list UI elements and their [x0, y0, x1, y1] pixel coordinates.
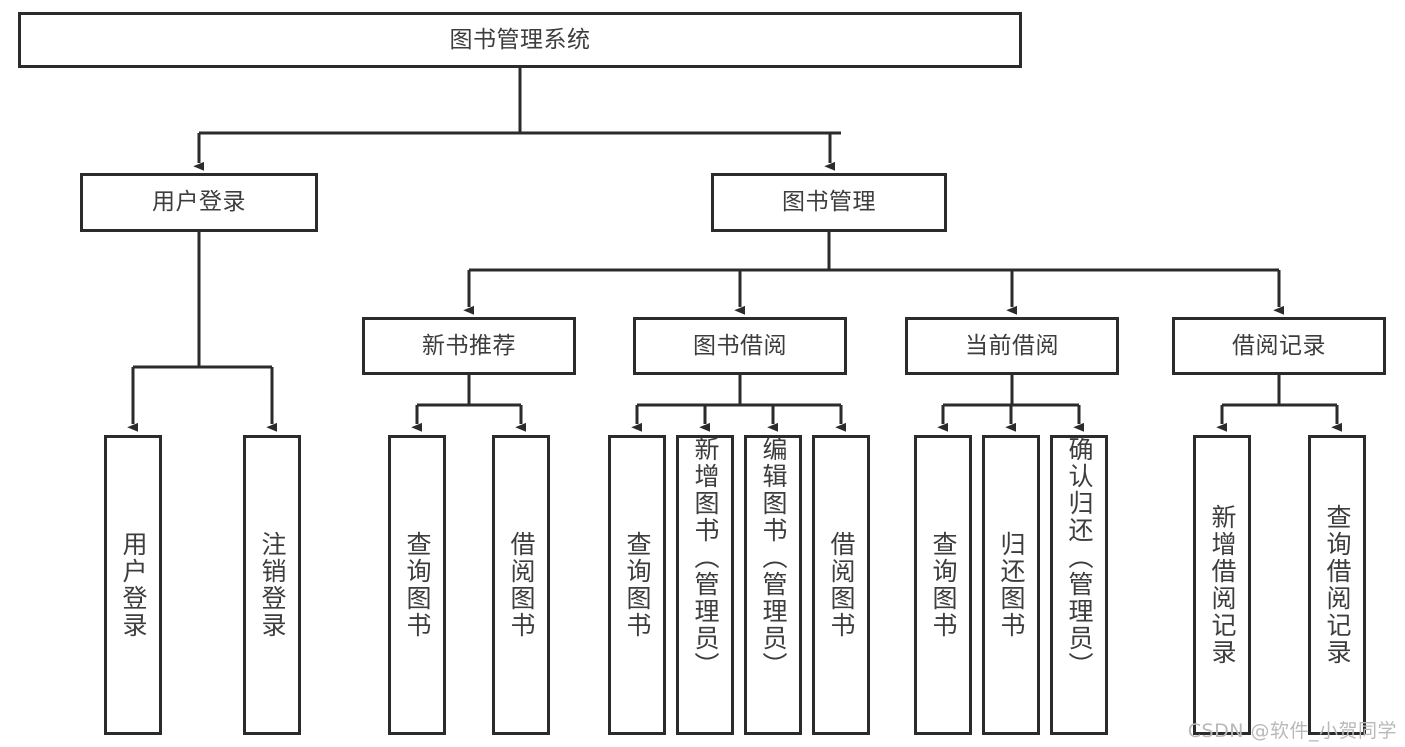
node-label: 用户登录	[152, 189, 246, 216]
leaf-query-book-1[interactable]: 查询图书	[388, 435, 446, 735]
csdn-watermark: CSDN @软件_小贺同学	[1187, 720, 1397, 742]
node-borrow-record[interactable]: 借阅记录	[1172, 317, 1386, 375]
node-label: 查询借阅记录	[1323, 504, 1352, 666]
node-label: 图书借阅	[693, 332, 787, 359]
leaf-edit-book[interactable]: 编辑图书（管理员）	[744, 435, 802, 735]
leaf-query-book-2[interactable]: 查询图书	[608, 435, 666, 735]
node-label: 借阅图书	[507, 531, 536, 639]
node-label: 归还图书	[997, 531, 1026, 639]
node-label: 确认归还（管理员）	[1065, 436, 1094, 679]
node-book-management[interactable]: 图书管理	[711, 173, 947, 232]
node-label: 新书推荐	[422, 332, 516, 359]
node-current-borrow[interactable]: 当前借阅	[905, 317, 1119, 375]
node-label: 用户登录	[119, 531, 148, 639]
node-label: 查询图书	[403, 531, 432, 639]
node-new-book-recommend[interactable]: 新书推荐	[362, 317, 576, 375]
node-label: 图书管理系统	[449, 26, 591, 53]
node-user-login[interactable]: 用户登录	[80, 173, 318, 232]
node-label: 新增图书（管理员）	[691, 436, 720, 679]
leaf-confirm-return[interactable]: 确认归还（管理员）	[1050, 435, 1108, 735]
leaf-user-login[interactable]: 用户登录	[104, 435, 162, 735]
leaf-user-logout[interactable]: 注销登录	[243, 435, 301, 735]
node-label: 查询图书	[929, 531, 958, 639]
node-label: 注销登录	[258, 531, 287, 639]
node-book-management-system[interactable]: 图书管理系统	[18, 12, 1022, 68]
leaf-query-book-3[interactable]: 查询图书	[914, 435, 972, 735]
leaf-add-record[interactable]: 新增借阅记录	[1193, 435, 1251, 735]
leaf-query-record[interactable]: 查询借阅记录	[1308, 435, 1366, 735]
leaf-borrow-book-2[interactable]: 借阅图书	[812, 435, 870, 735]
node-label: 借阅记录	[1232, 332, 1326, 359]
node-label: 借阅图书	[827, 531, 856, 639]
node-label: 当前借阅	[965, 332, 1059, 359]
leaf-borrow-book-1[interactable]: 借阅图书	[492, 435, 550, 735]
node-label: 图书管理	[782, 189, 876, 216]
node-book-borrow[interactable]: 图书借阅	[633, 317, 847, 375]
node-label: 编辑图书（管理员）	[759, 436, 788, 679]
node-label: 查询图书	[623, 531, 652, 639]
node-label: 新增借阅记录	[1208, 504, 1237, 666]
leaf-return-book[interactable]: 归还图书	[982, 435, 1040, 735]
leaf-add-book[interactable]: 新增图书（管理员）	[676, 435, 734, 735]
